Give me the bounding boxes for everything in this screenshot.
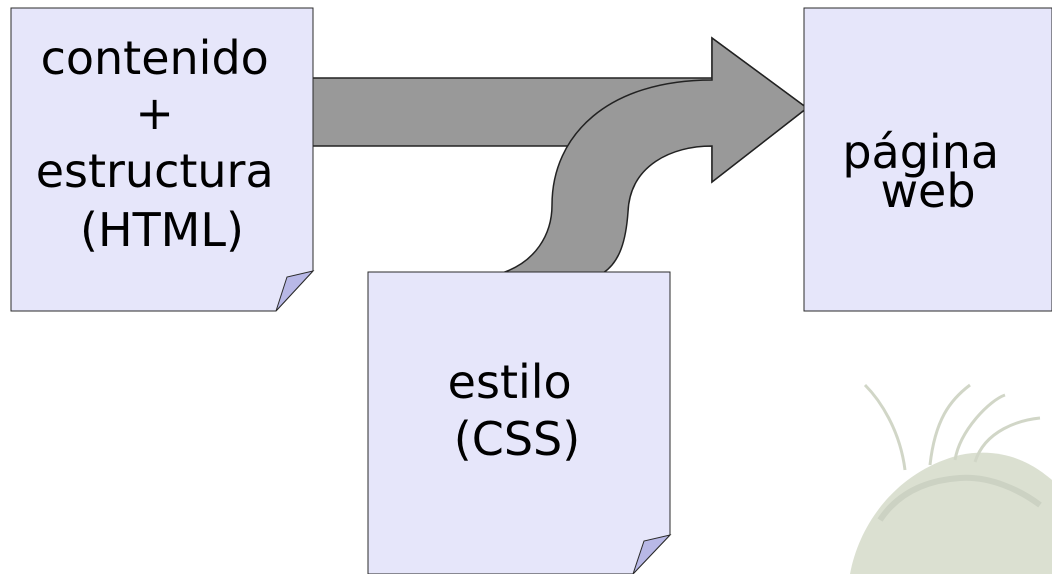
svg-text:página web: página web <box>842 125 1013 218</box>
decorative-plant-watermark <box>850 383 1052 574</box>
svg-text:estilo (CSS): estilo (CSS) <box>448 355 587 466</box>
html-doc-line-1: contenido <box>41 31 269 85</box>
css-doc-line-1: estilo <box>448 355 572 409</box>
css-document: estilo (CSS) <box>367 271 672 574</box>
css-doc-fold <box>632 534 672 574</box>
css-doc-line-2: (CSS) <box>454 412 580 466</box>
web-page-line-2: web <box>880 164 975 218</box>
curved-arrow <box>501 36 809 274</box>
html-doc-line-2: + <box>135 86 174 140</box>
svg-text:contenido + es: contenido + estructura (HTML) <box>36 31 289 257</box>
html-doc-fold <box>275 270 315 312</box>
html-doc-line-4: (HTML) <box>80 203 244 257</box>
html-doc-line-3: estructura <box>36 144 274 198</box>
web-page-line-1: página <box>842 125 999 179</box>
html-document: contenido + estructura (HTML) <box>10 7 315 312</box>
web-page-box: página web <box>803 7 1052 312</box>
